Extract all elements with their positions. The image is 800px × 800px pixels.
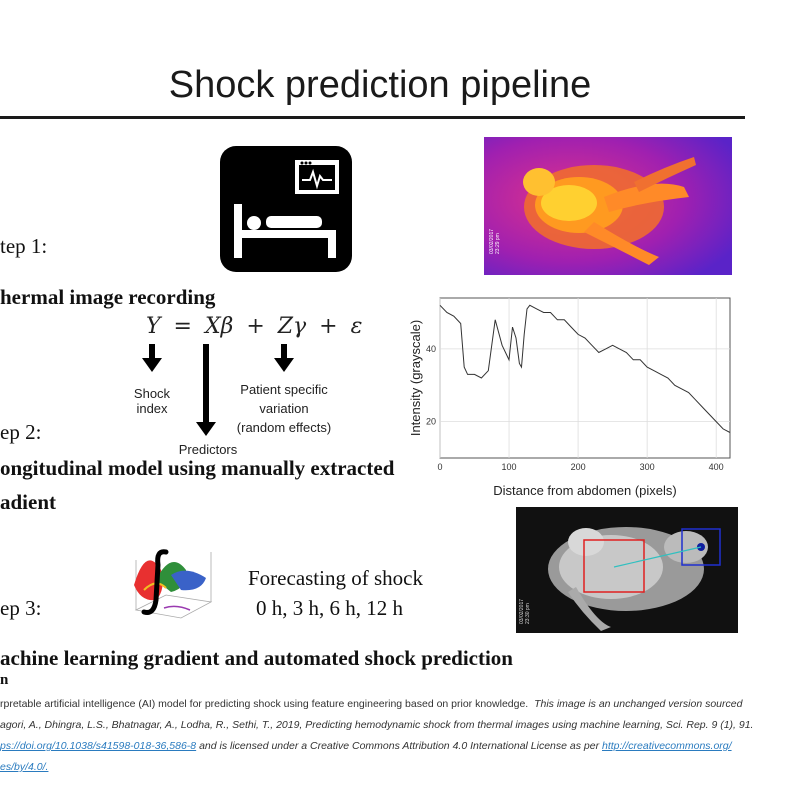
slide-title: Shock prediction pipeline <box>168 64 592 106</box>
forecast-title: Forecasting of shock <box>248 566 423 590</box>
chart-x-tick-label: 100 <box>502 462 517 472</box>
step2-label: ep 2: <box>0 420 42 444</box>
chart-series-line <box>439 304 731 433</box>
step1-description: hermal image recording <box>0 285 216 309</box>
footnote-line3: ps://doi.org/10.1038/s41598-018-36,586-8… <box>0 740 732 752</box>
step1-label: tep 1: <box>0 234 48 258</box>
chart-x-tick-label: 400 <box>709 462 724 472</box>
forecast-horizons: 0 h, 3 h, 6 h, 12 h <box>256 596 403 620</box>
patient-variation-label: Patient specific variation (random effec… <box>236 382 332 435</box>
title-underline <box>0 116 745 119</box>
chart-y-tick-label: 20 <box>426 417 436 427</box>
mixed-model-equation: Y = Xβ + Zγ + ε <box>146 314 363 339</box>
stray-character: n <box>0 672 9 688</box>
footnote-line1: rpretable artificial intelligence (AI) m… <box>0 698 743 710</box>
license-link[interactable]: http://creativecommons.org/ <box>602 740 732 752</box>
thermal-image: 03/02/2017 23:29 pm <box>484 137 732 275</box>
grayscale-annotated-image: 03/02/2017 23:30 pm <box>516 507 738 633</box>
equation-arrows <box>142 344 294 436</box>
chart-x-tick-label: 300 <box>640 462 655 472</box>
chart-x-axis-label: Distance from abdomen (pixels) <box>493 483 677 498</box>
chart-x-tick-label: 200 <box>571 462 586 472</box>
chart-plot-area <box>439 297 731 459</box>
step2-description-line2: adient <box>0 490 57 514</box>
footnote-line2: agori, A., Dhingra, L.S., Bhatnagar, A.,… <box>0 719 754 731</box>
thermal-timestamp: 03/02/2017 23:29 pm <box>489 228 501 254</box>
license-link-end[interactable]: es/by/4.0/. <box>0 761 49 773</box>
step3-description: achine learning gradient and automated s… <box>0 646 513 670</box>
patient-bed-monitor-icon <box>220 146 352 272</box>
gray-timestamp: 03/02/2017 23:30 pm <box>519 598 531 624</box>
step3-label: ep 3: <box>0 596 42 620</box>
chart-x-ticks: 0 100 200 300 400 <box>437 462 723 472</box>
chart-x-tick-label: 0 <box>437 462 442 472</box>
chart-y-axis-label: Intensity (grayscale) <box>408 320 423 436</box>
chart-grid <box>439 298 730 458</box>
doi-link[interactable]: ps://doi.org/10.1038/s41598-018-36,586-8 <box>0 740 197 752</box>
step2-description-line1: ongitudinal model using manually extract… <box>0 456 395 480</box>
shock-index-label: Shock index <box>133 386 171 416</box>
integral-3d-plot-icon <box>126 540 216 622</box>
citation-footnote: rpretable artificial intelligence (AI) m… <box>0 694 800 778</box>
chart-y-tick-label: 40 <box>426 344 436 354</box>
predictors-label: Predictors <box>178 442 238 457</box>
